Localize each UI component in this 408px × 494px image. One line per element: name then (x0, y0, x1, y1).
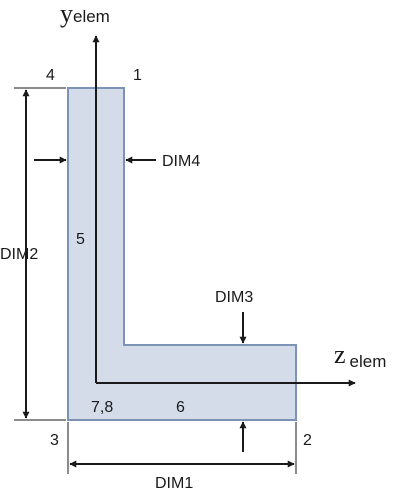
point-label-7-8: 7,8 (91, 399, 113, 416)
point-label-6: 6 (176, 399, 185, 416)
dim1-label: DIM1 (155, 475, 193, 492)
y-axis-label: yelem (60, 0, 110, 28)
extension-lines (14, 87, 297, 474)
point-label-4: 4 (46, 67, 55, 84)
point-label-3: 3 (50, 432, 59, 449)
l-section-shape (67, 87, 297, 421)
dim2-label: DIM2 (0, 246, 38, 263)
dim4-label: DIM4 (162, 153, 200, 170)
point-label-5: 5 (76, 231, 85, 248)
dim3-label: DIM3 (215, 289, 253, 306)
point-label-2: 2 (303, 432, 312, 449)
point-label-1: 1 (133, 67, 142, 84)
